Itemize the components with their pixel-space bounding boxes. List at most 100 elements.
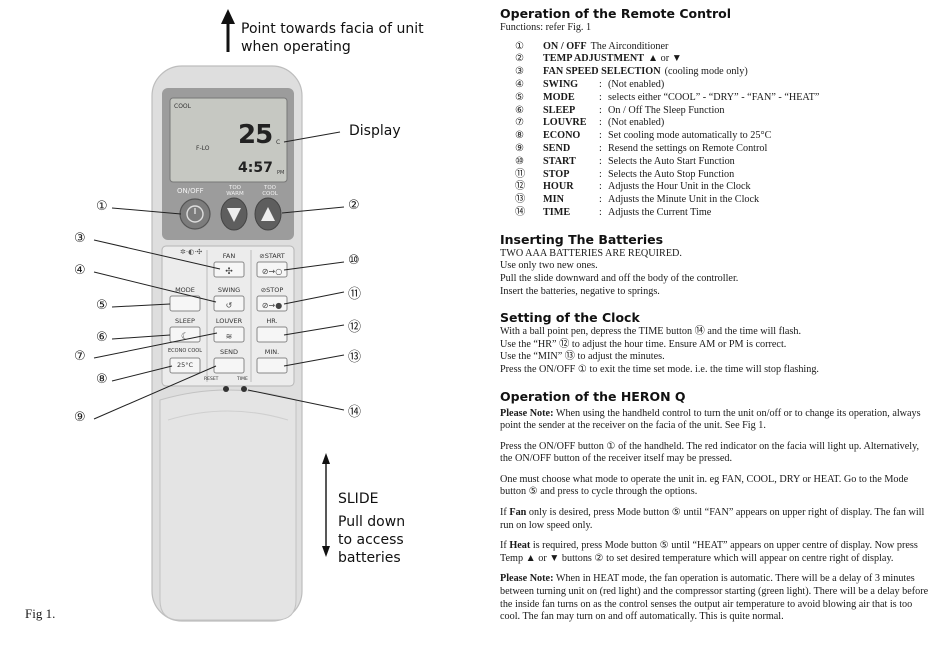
label-swing: SWING [217, 286, 241, 294]
function-item: ② TEMP ADJUSTMENT▲ or ▼ [515, 53, 930, 66]
lcd-time: 4:57 [238, 160, 273, 176]
label-fan: FAN [222, 252, 236, 260]
hr-button[interactable] [256, 326, 288, 343]
label-stop: ⊘STOP [260, 286, 284, 294]
reset-pinhole[interactable] [223, 386, 229, 392]
clock-section: Setting of the Clock With a ball point p… [500, 310, 930, 376]
heron-paragraph-4: If Fan only is desired, press Mode butto… [500, 507, 925, 531]
louver-button[interactable] [213, 326, 245, 343]
label-too-cool: TOO COOL [262, 185, 278, 197]
label-econo: ECONO COOL [168, 348, 202, 354]
function-desc: (cooling mode only) [664, 66, 748, 78]
point-note-line2: when operating [241, 39, 351, 55]
label-25c: 25°C [176, 361, 194, 369]
clock-line: With a ball point pen, depress the TIME … [500, 326, 802, 338]
pull-note-line2: to access [338, 532, 404, 548]
function-desc: selects either “COOL” - “DRY” - “FAN” - … [608, 91, 820, 103]
temp-up-button[interactable] [254, 197, 282, 231]
swing-button[interactable] [213, 295, 245, 312]
display-label: Display [349, 123, 401, 139]
callout-4: ④ [74, 263, 86, 278]
remote-ops-section: Operation of the Remote Control Function… [500, 6, 930, 220]
function-name: MIN [543, 194, 564, 206]
label-mode: MODE [175, 286, 195, 294]
callout-8: ⑧ [96, 372, 108, 387]
slide-arrow-icon [322, 453, 330, 557]
callout-12: ⑫ [348, 320, 362, 335]
function-desc: ▲ or ▼ [648, 53, 682, 65]
lcd-temp: 25 [238, 120, 273, 150]
swing-icon: ↺ [226, 301, 233, 310]
remote-ops-subtitle: Functions: refer Fig. 1 [500, 22, 592, 33]
label-min: MIN. [264, 348, 280, 356]
function-name: ON / OFF [543, 40, 587, 52]
function-desc: Set cooling mode automatically to 25°C [608, 130, 772, 142]
function-name: TIME [543, 206, 571, 218]
arrow-up-icon [221, 9, 235, 52]
clock-line: Use the “MIN” ⑬ to adjust the minutes. [500, 351, 665, 363]
function-number: ② [515, 53, 525, 65]
fan-button[interactable] [213, 261, 245, 278]
function-name: HOUR [543, 181, 574, 193]
econo-button[interactable] [169, 357, 201, 374]
function-name: TEMP ADJUSTMENT [543, 53, 645, 65]
heron-section: Operation of the HERON Q Please Note: Wh… [500, 389, 930, 624]
function-colon: : [599, 117, 602, 129]
figure-caption: Fig 1. [25, 606, 56, 621]
function-number: ⑤ [515, 91, 525, 103]
batteries-line: Insert the batteries, negative to spring… [500, 285, 660, 297]
remote-ops-title: Operation of the Remote Control [500, 6, 732, 21]
point-note-line1: Point towards facia of unit [241, 21, 424, 37]
function-colon: : [599, 130, 602, 142]
label-sleep: SLEEP [175, 317, 195, 325]
function-colon: : [599, 155, 602, 167]
figure-graphics: ✣ ⊘→○ ↺ ⊘→● ☾ ≋ ✲·◐·✣ [93, 9, 345, 622]
callout-6: ⑥ [96, 330, 108, 345]
callout-10: ⑩ [348, 253, 360, 268]
function-colon: : [599, 206, 602, 218]
min-button[interactable] [256, 357, 288, 374]
function-desc: Adjusts the Current Time [608, 206, 712, 218]
function-desc: Resend the settings on Remote Control [608, 142, 768, 154]
fan-icon: ✣ [225, 267, 233, 277]
function-desc: Selects the Auto Start Function [608, 155, 735, 167]
temp-down-button[interactable] [220, 197, 248, 231]
function-number: ① [515, 40, 525, 52]
mode-button[interactable] [169, 295, 201, 312]
function-name: LOUVRE [543, 117, 587, 129]
slide-label: SLIDE [338, 491, 379, 507]
time-pinhole[interactable] [241, 386, 247, 392]
function-number: ⑩ [515, 155, 525, 167]
send-button[interactable] [213, 357, 245, 374]
function-desc: Adjusts the Hour Unit in the Clock [608, 181, 751, 193]
batteries-line: Use only two new ones. [500, 260, 598, 272]
callout-2: ② [348, 198, 360, 213]
function-desc: (Not enabled) [608, 78, 665, 90]
callout-11: ⑪ [348, 287, 362, 302]
function-desc: The Airconditioner [590, 40, 669, 52]
function-number: ④ [515, 78, 525, 90]
label-too-warm: TOO WARM [226, 185, 244, 197]
batteries-line: Pull the slide downward and off the body… [500, 272, 739, 284]
callout-1: ① [96, 199, 108, 214]
start-icon: ⊘→○ [262, 267, 282, 276]
heron-paragraph-6: Please Note: When in HEAT mode, the fan … [500, 573, 929, 623]
function-number: ⑪ [515, 168, 526, 180]
function-colon: : [599, 142, 602, 154]
remote-figure: ✣ ⊘→○ ↺ ⊘→● ☾ ≋ ✲·◐·✣ [25, 9, 424, 622]
callout-5: ⑤ [96, 298, 108, 313]
heron-title: Operation of the HERON Q [500, 388, 686, 404]
function-colon: : [599, 91, 602, 103]
label-hr: HR. [266, 317, 278, 325]
onoff-button[interactable] [179, 198, 211, 230]
function-desc: Adjusts the Minute Unit in the Clock [608, 194, 760, 206]
function-desc: (Not enabled) [608, 117, 665, 129]
batteries-section: Inserting The Batteries TWO AAA BATTERIE… [500, 232, 930, 298]
